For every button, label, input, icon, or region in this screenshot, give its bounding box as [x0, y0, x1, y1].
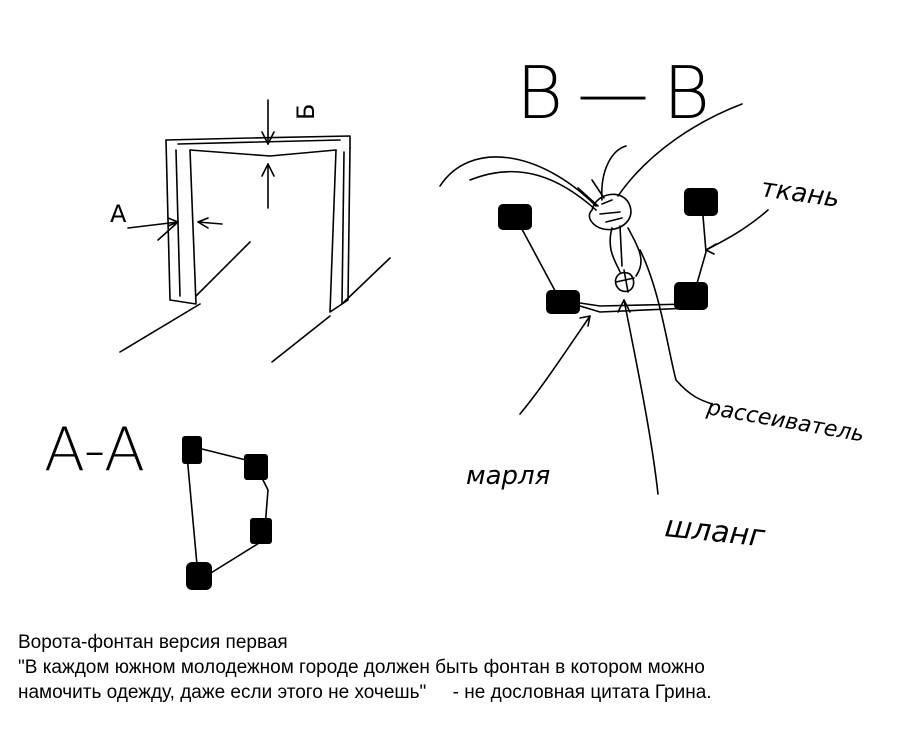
- dimension-a: [127, 217, 223, 241]
- leader-lines: [519, 209, 769, 495]
- label-dim-b: Б: [292, 104, 320, 120]
- diffuser-and-hoses: [439, 103, 743, 293]
- rod-aa-4: [186, 562, 212, 590]
- rod-aa-1: [182, 436, 202, 464]
- gate-frame: [119, 135, 391, 363]
- caption-quote-line-1: "В каждом южном молодежном городе должен…: [18, 657, 705, 678]
- label-hose: шланг: [663, 509, 767, 554]
- label-gauze: марля: [466, 461, 550, 491]
- rod-bb-4: [684, 188, 718, 216]
- rods: [182, 188, 718, 590]
- rod-bb-2: [546, 290, 580, 314]
- label-fabric: ткань: [759, 173, 842, 214]
- label-diffuser: рассеиватель: [704, 395, 866, 447]
- label-section-bb: B — B: [516, 51, 716, 135]
- dimension-b: [261, 99, 275, 209]
- label-dim-a: A: [110, 200, 127, 228]
- rod-bb-3: [674, 282, 708, 310]
- section-aa-outline: [185, 443, 269, 577]
- caption-quote-line-2: намочить одежду, даже если этого не хоче…: [18, 682, 712, 703]
- rod-aa-3: [250, 518, 272, 544]
- caption: Ворота-фонтан версия первая "В каждом юж…: [18, 630, 888, 705]
- rod-aa-2: [244, 454, 268, 480]
- caption-title: Ворота-фонтан версия первая: [18, 632, 288, 653]
- label-section-aa: A-A: [44, 415, 145, 485]
- rod-bb-1: [498, 204, 532, 230]
